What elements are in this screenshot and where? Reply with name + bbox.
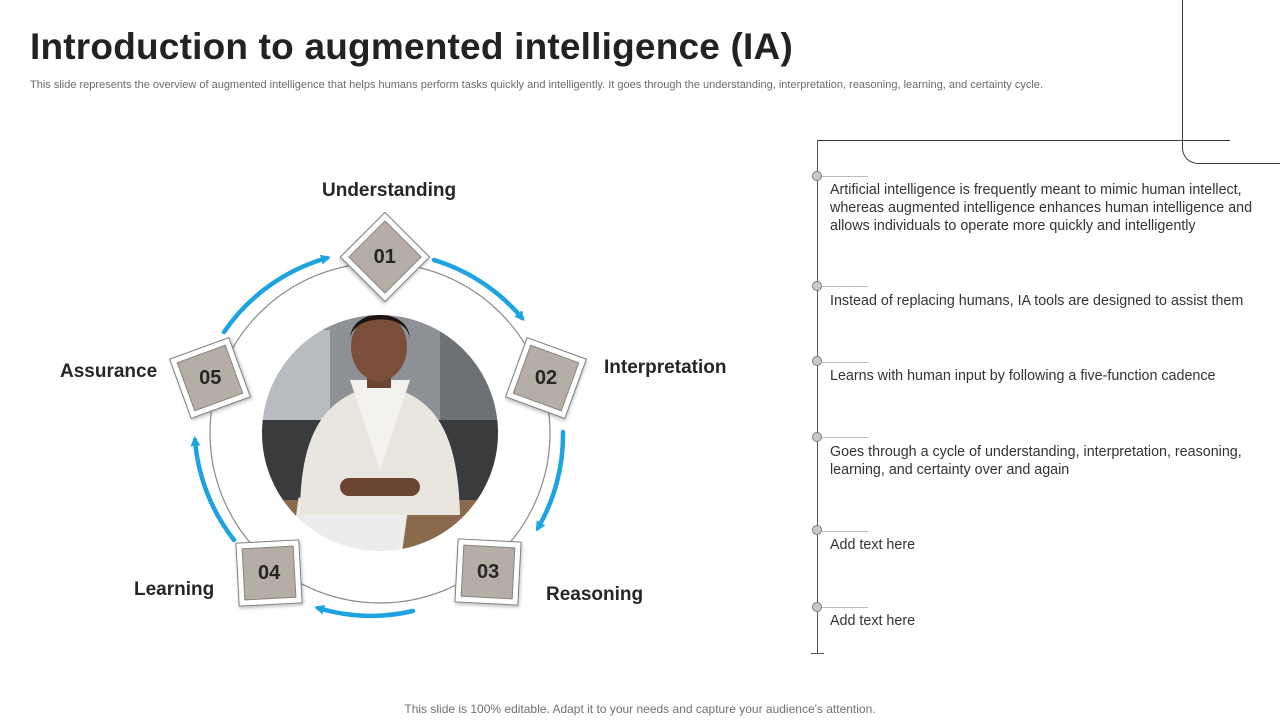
page-title: Introduction to augmented intelligence (…	[30, 26, 793, 67]
timeline-text: Goes through a cycle of understanding, i…	[830, 444, 1242, 478]
step-number-02: 02	[534, 366, 558, 389]
timeline-item: Goes through a cycle of understanding, i…	[0, 0, 1242, 478]
timeline-top-rule	[818, 140, 1230, 141]
step-number-04: 04	[257, 561, 281, 584]
timeline-tick	[822, 362, 868, 363]
cycle-graphics	[190, 254, 566, 619]
timeline-end-cap	[811, 653, 824, 654]
step-number-03: 03	[476, 560, 500, 583]
timeline-dot	[812, 171, 822, 181]
corner-decoration	[1182, 0, 1280, 164]
step-number-01: 01	[373, 245, 397, 268]
timeline-item: Add text here	[0, 0, 915, 553]
step-box-04: 04	[235, 539, 303, 607]
timeline-dot	[812, 281, 822, 291]
step-label-learning: Learning	[134, 579, 215, 600]
arrow-05-01	[221, 254, 331, 335]
timeline-text: Add text here	[830, 537, 916, 553]
arrow-01-02	[431, 257, 525, 322]
timeline-axis	[817, 140, 818, 654]
timeline-dot	[812, 356, 822, 366]
timeline-item: Instead of replacing humans, IA tools ar…	[0, 0, 1243, 309]
arrow-03-04	[314, 604, 416, 619]
timeline-text: Instead of replacing humans, IA tools ar…	[830, 293, 1244, 309]
footer-note: This slide is 100% editable. Adapt it to…	[404, 702, 876, 716]
timeline-dot	[812, 602, 822, 612]
step-label-reasoning: Reasoning	[546, 584, 644, 605]
timeline-dot	[812, 432, 822, 442]
timeline-item: Artificial intelligence is frequently me…	[0, 0, 1252, 234]
timeline-item: Add text here	[0, 0, 915, 629]
step-label-understanding: Understanding	[322, 180, 457, 201]
timeline-tick	[822, 531, 868, 532]
timeline-dot	[812, 525, 822, 535]
page-subtitle: This slide represents the overview of au…	[30, 79, 1043, 91]
woman-photo	[261, 314, 499, 552]
timeline-tick	[822, 437, 868, 438]
timeline-text: Add text here	[830, 613, 916, 629]
timeline-tick	[822, 176, 868, 177]
timeline-tick	[822, 607, 868, 608]
cycle-arrows	[190, 254, 566, 619]
timeline-text: Learns with human input by following a f…	[830, 368, 1216, 384]
arrow-02-03	[535, 429, 566, 532]
timeline-tick	[822, 286, 868, 287]
step-box-03: 03	[454, 538, 522, 606]
timeline-item: Learns with human input by following a f…	[0, 0, 1215, 384]
step-label-interpretation: Interpretation	[604, 357, 727, 378]
step-number-05: 05	[198, 366, 222, 389]
timeline-text: Artificial intelligence is frequently me…	[830, 182, 1253, 234]
step-label-assurance: Assurance	[60, 361, 158, 382]
arrow-04-05	[190, 436, 237, 543]
